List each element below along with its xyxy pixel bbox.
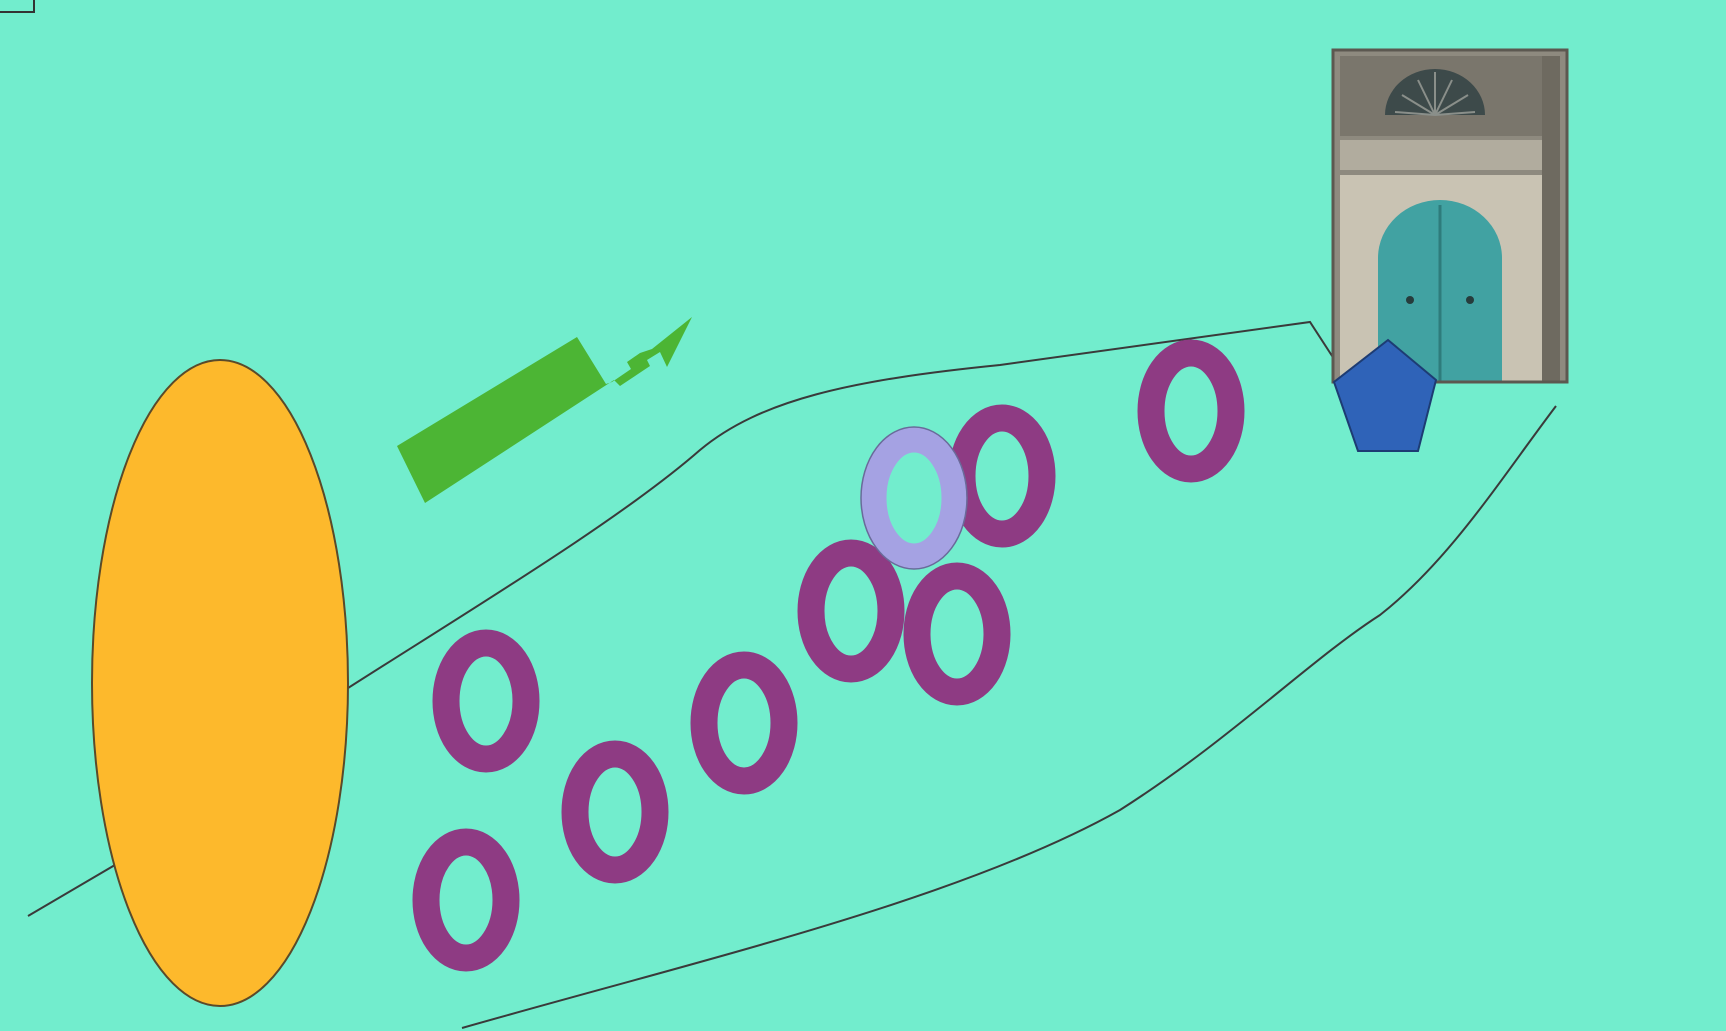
yellow-ellipse: [92, 360, 348, 1006]
doorway-image: [1333, 50, 1567, 382]
